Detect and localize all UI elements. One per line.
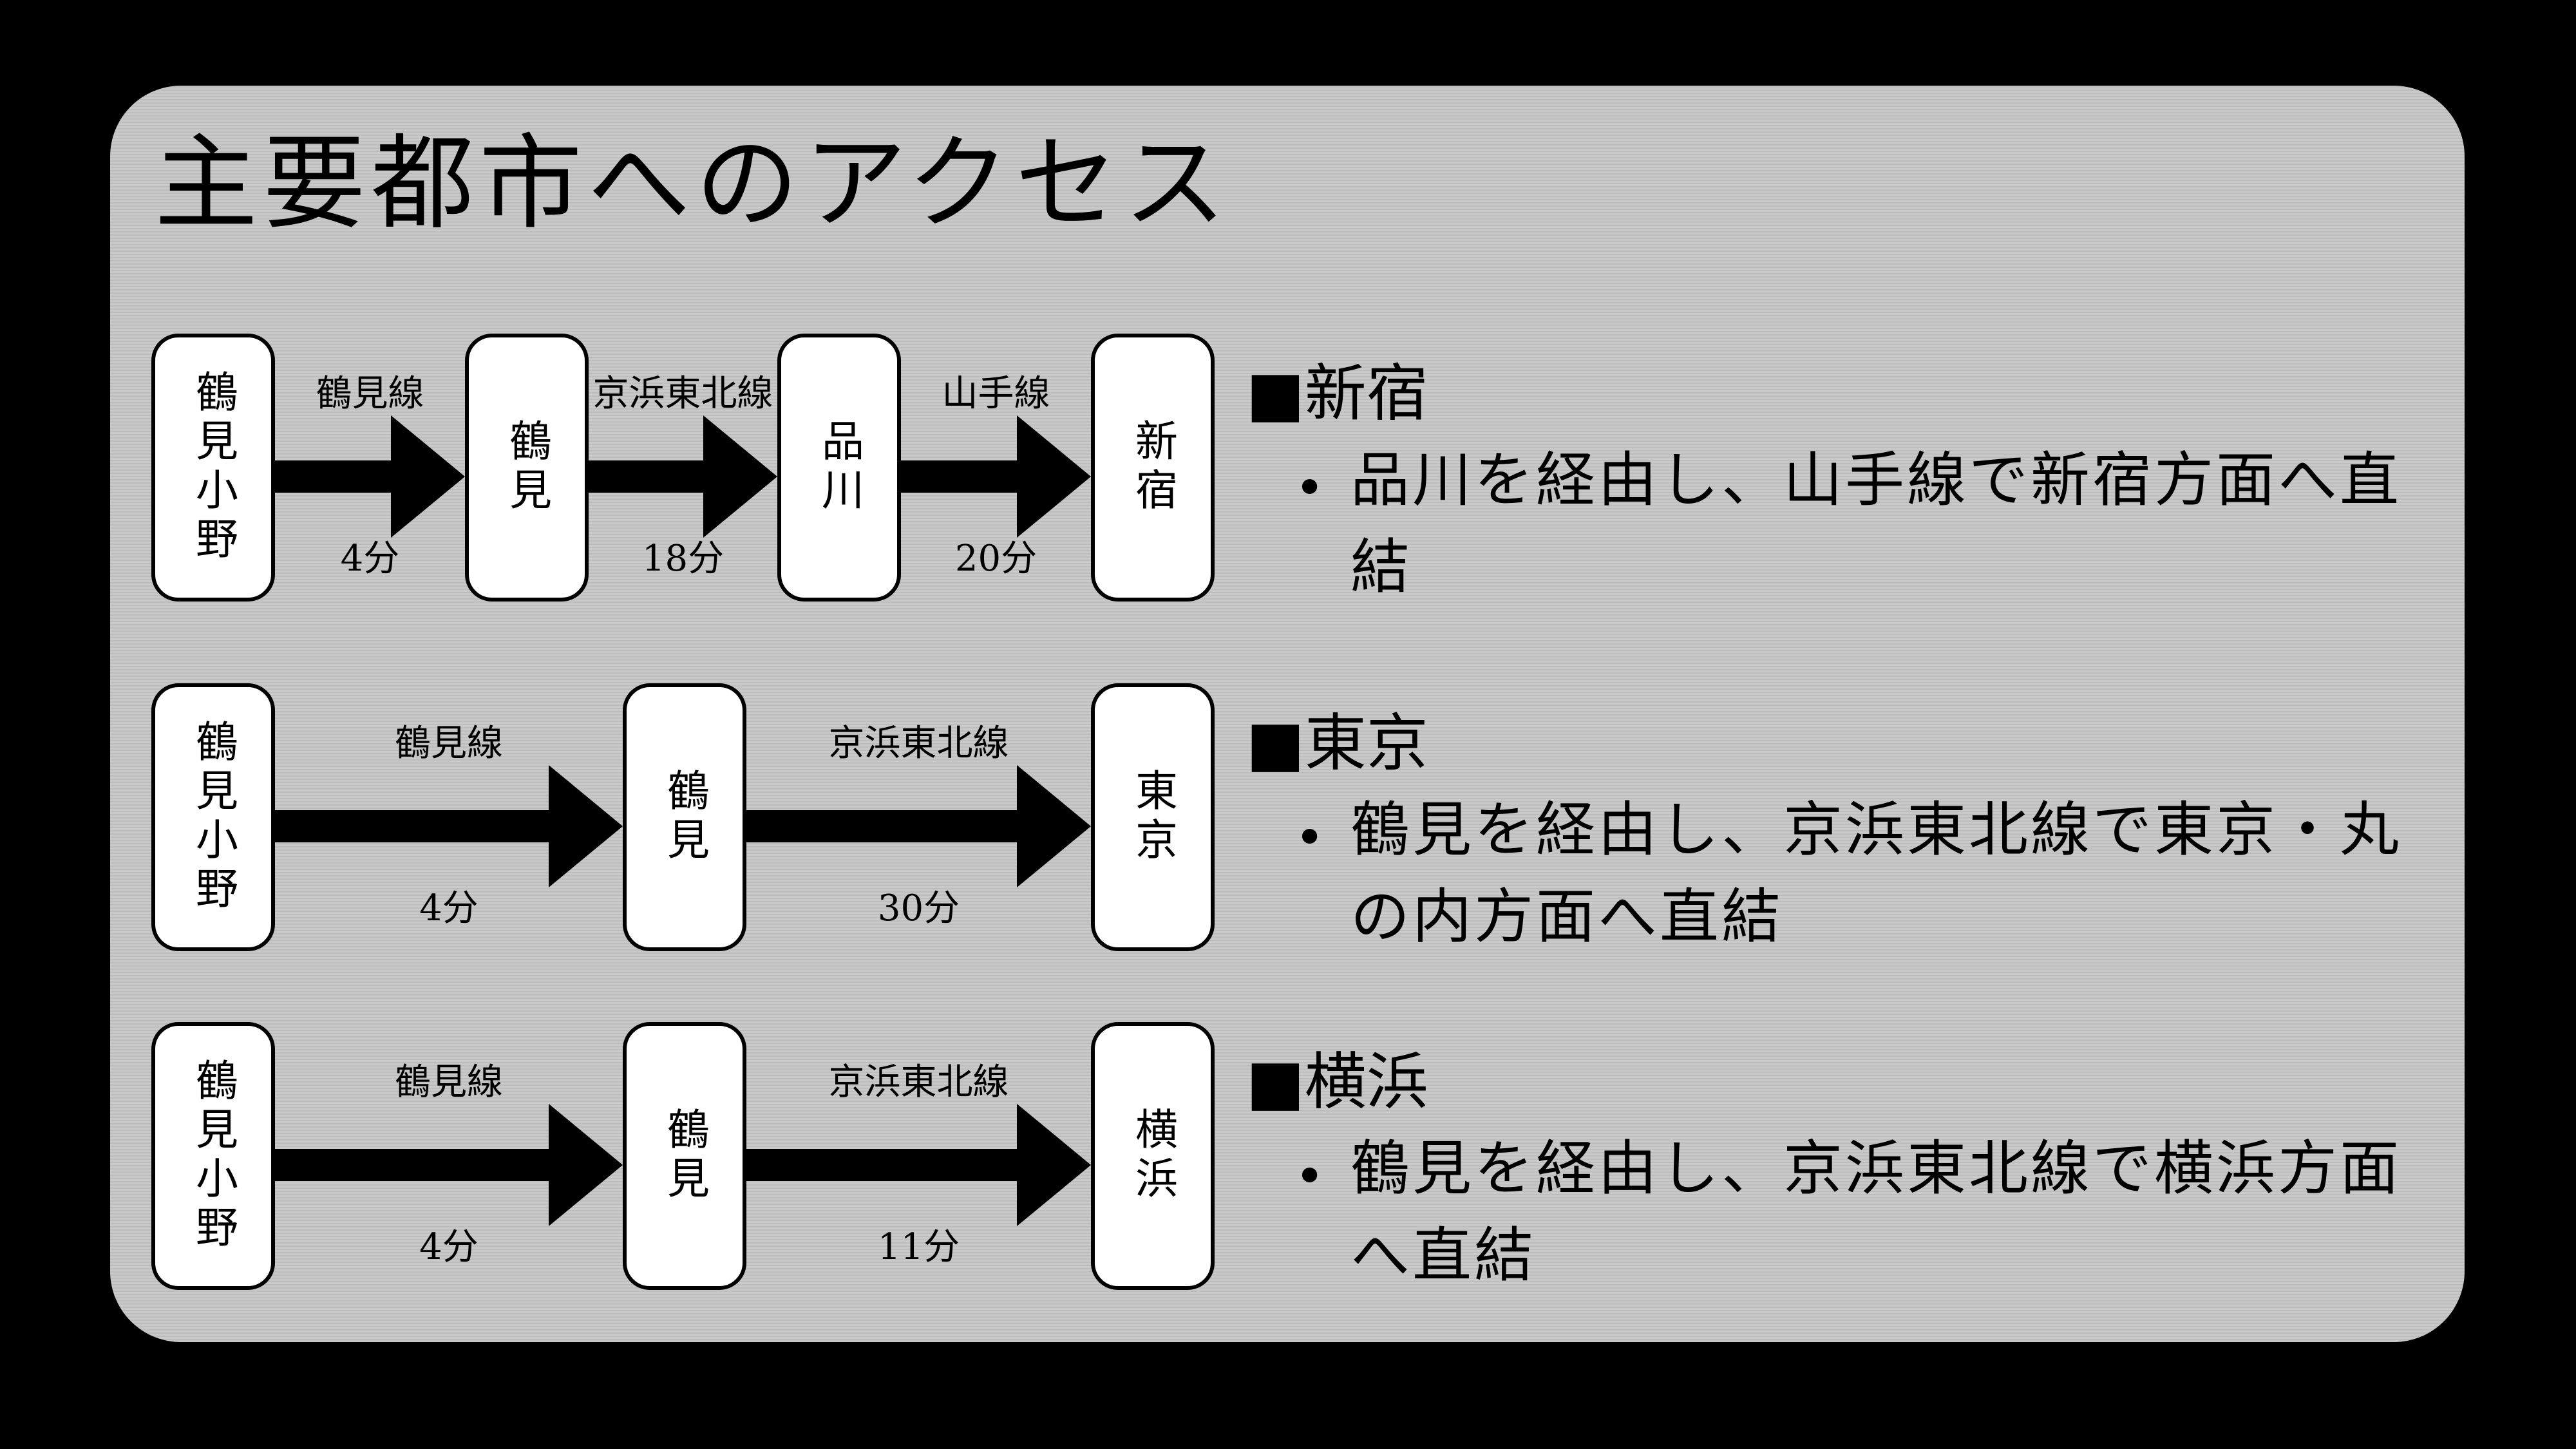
travel-time-label: 20分 (954, 538, 1037, 580)
description-text: 鶴見を経由し、京浜東北線で横浜方面へ直結 (1350, 1134, 2402, 1290)
line-name-label: 鶴見線 (395, 723, 503, 764)
bullet-dot-icon: • (1294, 458, 1325, 518)
arrow-shaft (275, 810, 552, 842)
station-box: 横浜 (1091, 1022, 1215, 1290)
arrow-head (1017, 765, 1091, 887)
station-box: 鶴見小野 (151, 1022, 275, 1290)
line-name-label: 京浜東北線 (828, 723, 1009, 764)
arrow-icon (275, 765, 623, 887)
arrow-icon (746, 765, 1091, 887)
line-name-label: 山手線 (942, 373, 1050, 415)
arrow-head (1017, 415, 1091, 538)
destination-heading: ■横浜 (1246, 1046, 1428, 1118)
destination-heading: ■新宿 (1246, 357, 1428, 430)
arrow-shaft (746, 1149, 1020, 1181)
arrow-head (1017, 1104, 1091, 1226)
station-box: 鶴見 (465, 334, 589, 601)
arrow-shaft (275, 1149, 552, 1181)
station-box: 鶴見 (623, 683, 746, 951)
station-box: 品川 (777, 334, 901, 601)
travel-time-label: 11分 (877, 1226, 960, 1268)
arrow-icon (901, 415, 1091, 538)
station-box: 東京 (1091, 683, 1215, 951)
arrow-icon (589, 415, 777, 538)
arrow-shaft (901, 460, 1020, 493)
line-name-label: 京浜東北線 (592, 373, 773, 415)
bullet-dot-icon: • (1294, 1146, 1325, 1206)
destination-description: • 品川を経由し、山手線で新宿方面へ直結 (1294, 437, 2434, 611)
travel-time-label: 18分 (641, 538, 724, 580)
line-name-label: 鶴見線 (395, 1061, 503, 1103)
arrow-head (391, 415, 465, 538)
description-text: 鶴見を経由し、京浜東北線で東京・丸の内方面へ直結 (1350, 795, 2402, 951)
destination-description: • 鶴見を経由し、京浜東北線で横浜方面へ直結 (1294, 1125, 2434, 1299)
travel-time-label: 4分 (340, 538, 400, 580)
station-box: 新宿 (1091, 334, 1215, 601)
arrow-shaft (746, 810, 1020, 842)
station-box: 鶴見小野 (151, 683, 275, 951)
arrow-shaft (275, 460, 394, 493)
page-title: 主要都市へのアクセス (155, 123, 1232, 243)
arrow-head (703, 415, 777, 538)
line-name-label: 京浜東北線 (828, 1061, 1009, 1103)
travel-time-label: 4分 (419, 887, 478, 929)
destination-description: • 鶴見を経由し、京浜東北線で東京・丸の内方面へ直結 (1294, 786, 2434, 960)
travel-time-label: 4分 (419, 1226, 478, 1268)
arrow-head (549, 765, 623, 887)
arrow-icon (275, 415, 465, 538)
arrow-head (549, 1104, 623, 1226)
access-panel (110, 86, 2465, 1342)
destination-heading: ■東京 (1246, 707, 1428, 779)
line-name-label: 鶴見線 (316, 373, 424, 415)
arrow-icon (275, 1104, 623, 1226)
travel-time-label: 30分 (877, 887, 960, 929)
arrow-icon (746, 1104, 1091, 1226)
arrow-shaft (589, 460, 706, 493)
description-text: 品川を経由し、山手線で新宿方面へ直結 (1350, 446, 2402, 601)
station-box: 鶴見小野 (151, 334, 275, 601)
bullet-dot-icon: • (1294, 808, 1325, 867)
station-box: 鶴見 (623, 1022, 746, 1290)
